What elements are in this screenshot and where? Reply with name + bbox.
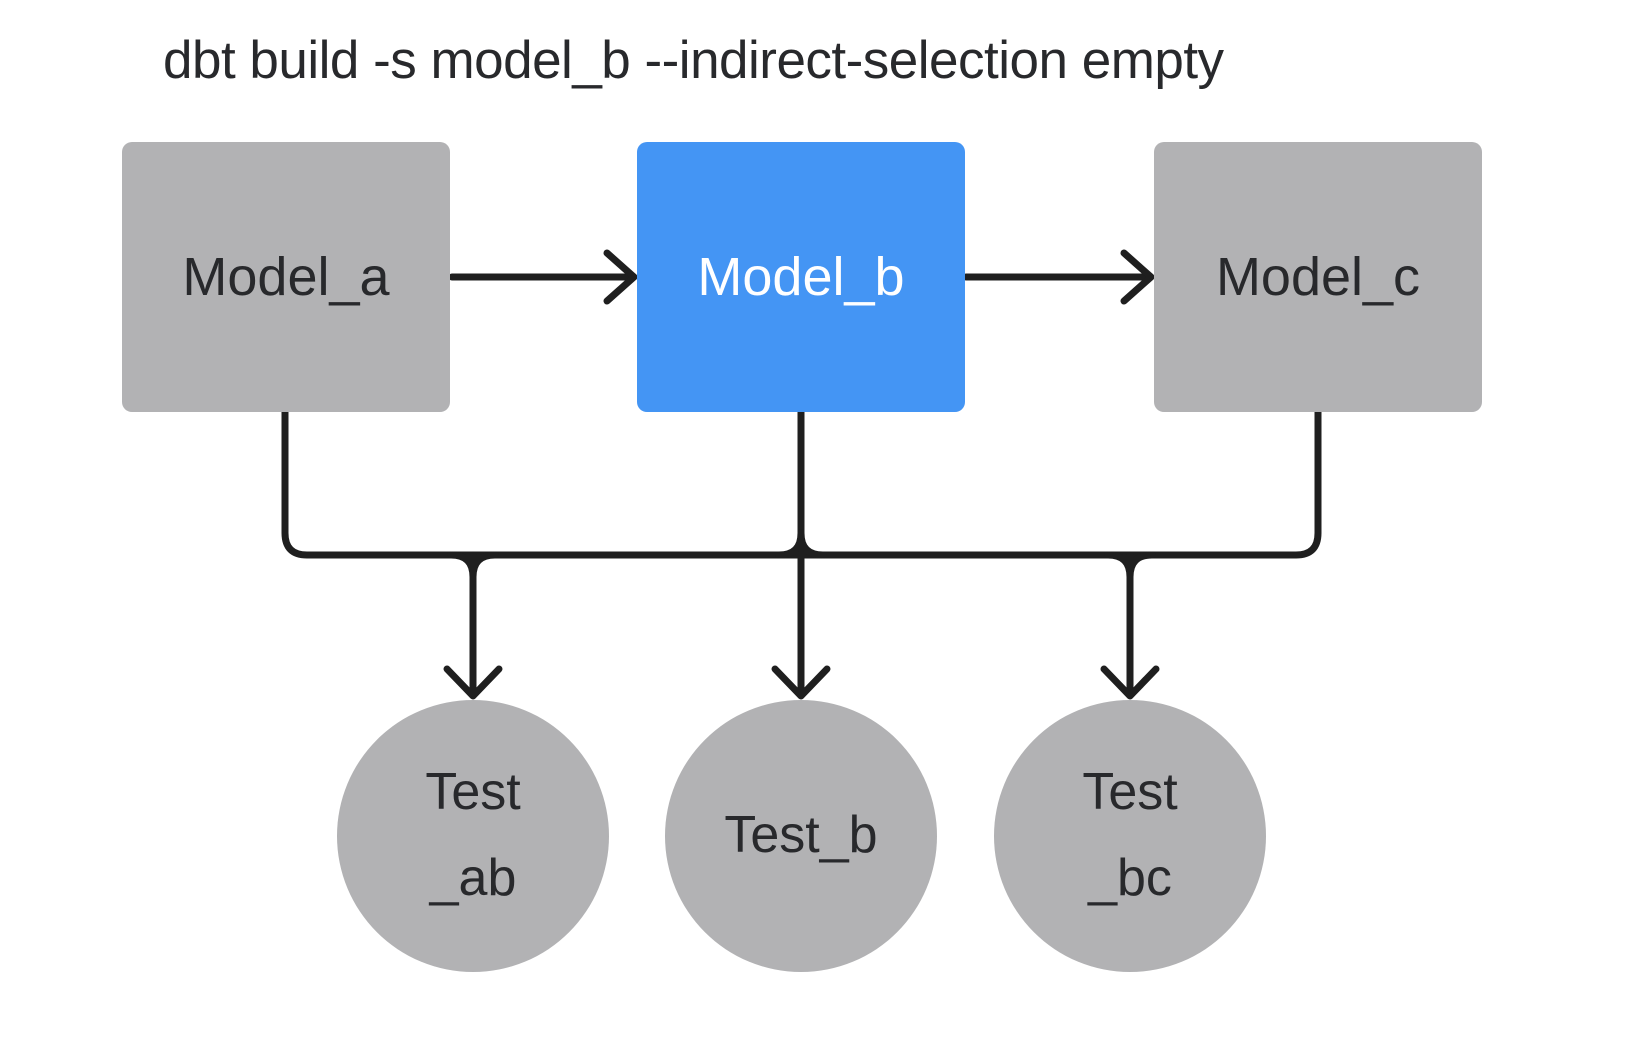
down-arrowhead-icon: [771, 665, 831, 700]
node-test-ab-label-line2: _ab: [429, 849, 517, 907]
node-model-a-label: Model_a: [182, 247, 390, 307]
node-model-b: Model_b: [637, 142, 965, 412]
node-test-bc-label-line2: _bc: [1088, 849, 1172, 907]
node-test-bc-label-line1: Test: [1082, 763, 1178, 822]
right-arrowhead-icon: [1120, 249, 1155, 305]
node-test-b-label: Test_b: [724, 806, 878, 865]
command-title: dbt build -s model_b --indirect-selectio…: [163, 31, 1224, 90]
node-test-ab-label-line1: Test: [425, 763, 521, 822]
node-model-a: Model_a: [122, 142, 450, 412]
node-model-c-label: Model_c: [1215, 247, 1421, 307]
node-model-b-label: Model_b: [697, 247, 905, 307]
node-test-bc: Test _bc: [994, 700, 1266, 972]
node-test-b: Test_b: [665, 700, 937, 972]
down-arrowhead-icon: [1100, 665, 1160, 700]
fillet-model-b-right: [797, 529, 827, 559]
down-arrowhead-icon: [443, 665, 503, 700]
right-arrowhead-icon: [603, 249, 638, 305]
node-test-ab: Test _ab: [337, 700, 609, 972]
node-model-c: Model_c: [1154, 142, 1482, 412]
